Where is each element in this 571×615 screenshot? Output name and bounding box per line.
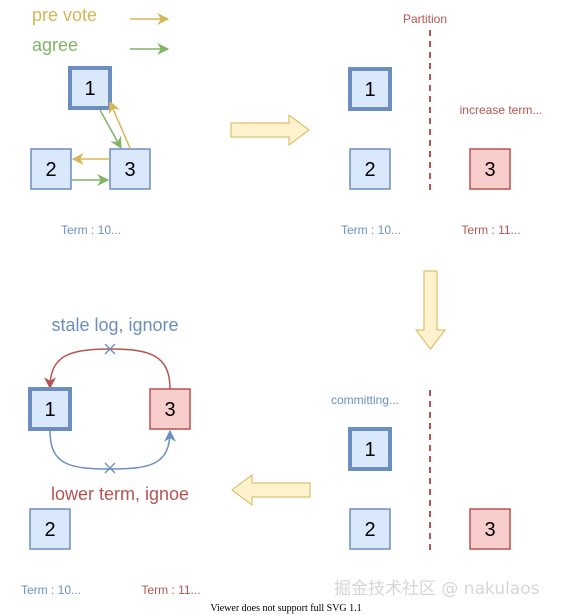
node-1-leader (68, 66, 112, 110)
node-2 (29, 508, 71, 550)
node-1-label: 1 (364, 79, 375, 101)
increase-term-label: increase term... (460, 103, 543, 117)
node-2-label: 2 (364, 519, 375, 541)
node-3-label: 3 (484, 159, 495, 181)
legend: pre vote agree (32, 5, 170, 55)
node-3-rejoined (149, 388, 191, 430)
node-2 (30, 148, 72, 190)
panel-partition: Partition 1 2 increase term... 3 Term : … (341, 12, 542, 237)
node-3-label: 3 (164, 399, 175, 421)
red-cross-icon (104, 343, 116, 355)
panel-committing: committing... 1 2 3 (331, 390, 511, 552)
prevote-arrow-3-to-1 (108, 100, 131, 149)
flow-arrow-right (230, 114, 310, 146)
node-2 (349, 508, 391, 550)
legend-pre-vote-label: pre vote (32, 5, 97, 25)
node-3-isolated (469, 148, 511, 190)
node-2 (349, 148, 391, 190)
node-2-label: 2 (44, 519, 55, 541)
panel2-term-right: Term : 11... (461, 223, 520, 237)
panel4-term-left: Term : 10... (21, 583, 81, 597)
node-3-isolated (469, 508, 511, 550)
flow-arrow-left (231, 474, 311, 506)
legend-agree-label: agree (32, 35, 78, 55)
panel1-term: Term : 10... (61, 223, 121, 237)
blue-cross-icon (104, 462, 116, 474)
stale-log-label: stale log, ignore (51, 315, 178, 335)
node-1-label: 1 (84, 78, 95, 100)
rejected-append-arrow-1-to-3 (49, 429, 176, 470)
node-3-label: 3 (124, 159, 135, 181)
agree-arrow-1-to-3 (99, 109, 122, 150)
watermark: 掘金技术社区 @ nakulaos (334, 579, 540, 599)
committing-label: committing... (331, 393, 399, 407)
node-1-leader (348, 427, 392, 471)
svg-support-footer: Viewer does not support full SVG 1.1 (210, 603, 361, 614)
node-1-label: 1 (364, 439, 375, 461)
panel-rejoin: stale log, ignore 1 3 lower term, ignoe … (21, 315, 201, 597)
node-2-label: 2 (364, 159, 375, 181)
panel-initial-vote: 1 2 3 Term : 10... (30, 66, 151, 237)
node-1-leader (28, 387, 72, 431)
panel2-term-left: Term : 10... (341, 223, 401, 237)
node-3 (109, 148, 151, 190)
lower-term-label: lower term, ignoe (51, 484, 189, 504)
node-3-label: 3 (484, 519, 495, 541)
node-1-label: 1 (44, 399, 55, 421)
rejected-vote-arrow-3-to-1 (44, 348, 171, 390)
flow-arrow-down (414, 270, 447, 350)
panel4-term-right: Term : 11... (141, 583, 200, 597)
node-2-label: 2 (45, 159, 56, 181)
partition-label: Partition (403, 12, 447, 26)
node-1-leader (348, 67, 392, 111)
